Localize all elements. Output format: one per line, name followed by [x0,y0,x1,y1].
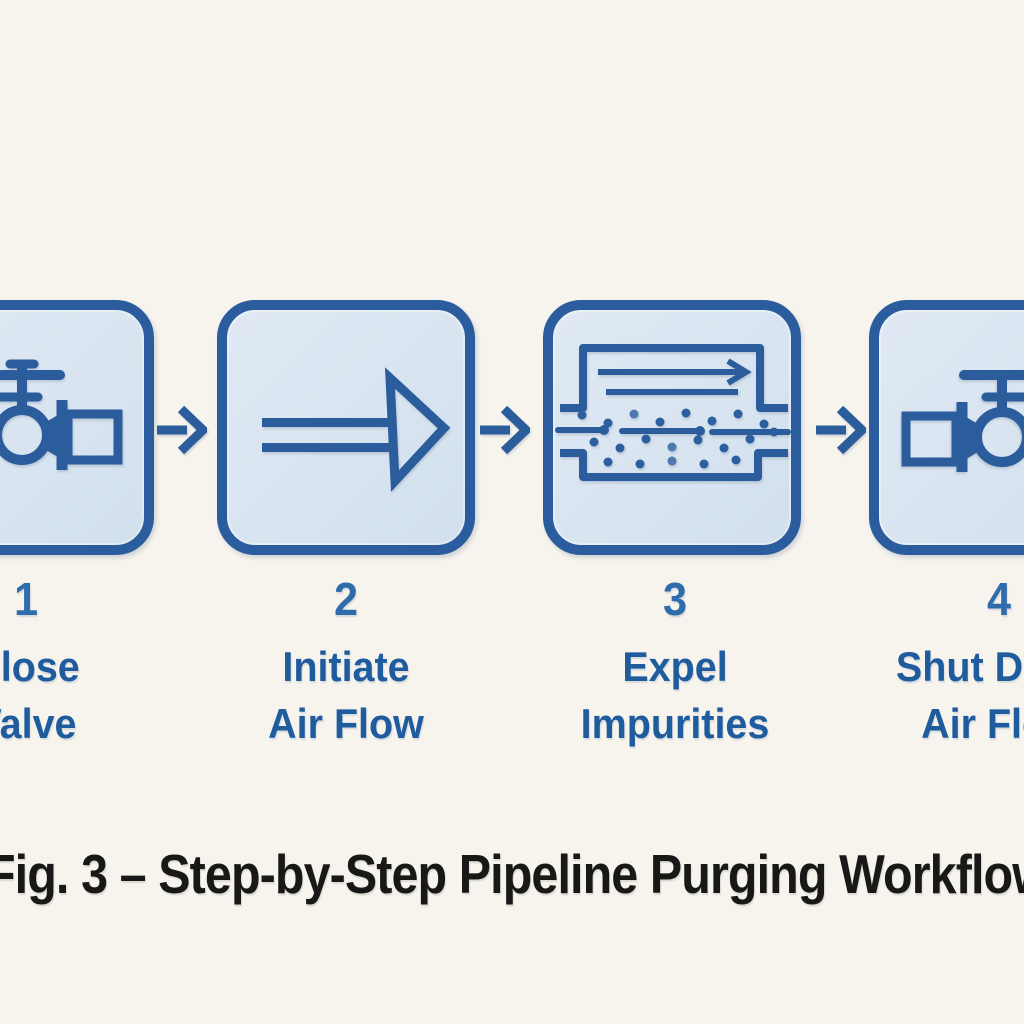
step-2-label-line1: Initiate [282,643,410,690]
valve-icon [0,359,123,470]
air-flow-arrow-icon [262,367,451,492]
step-box-2 [217,300,475,555]
step-1-text: 1 Close Valve [0,576,186,752]
step-3-label-line2: Impurities [580,700,770,747]
step-4-text: 4 Shut Down Air Flow [839,576,1024,752]
step-2-text: 2 Initiate Air Flow [186,576,506,752]
step-box-1 [0,300,154,555]
impurity-dots [577,408,779,469]
step-box-4 [869,300,1024,555]
filter-impurities-icon [555,344,791,481]
step-1-label-line2: Valve [0,700,77,747]
right-arrow-icon [816,405,866,455]
step-4-label-line2: Air Flow [921,700,1024,747]
step-4-number: 4 [986,573,1012,625]
step-2-label-line2: Air Flow [268,700,424,747]
right-arrow-icon [480,405,530,455]
right-arrow-icon [157,405,207,455]
step-1-number: 1 [13,573,39,625]
figure-caption: Fig. 3 – Step-by-Step Pipeline Purging W… [0,843,1024,905]
step-3-label-line1: Expel [622,643,728,690]
step-4-label-line1: Shut Down [895,643,1024,690]
step-3-number: 3 [662,573,688,625]
step-1-label-line1: Close [0,643,80,690]
step-3-text: 3 Expel Impurities [515,576,835,752]
step-2-number: 2 [333,573,359,625]
valve-icon-mirrored [901,370,1024,472]
